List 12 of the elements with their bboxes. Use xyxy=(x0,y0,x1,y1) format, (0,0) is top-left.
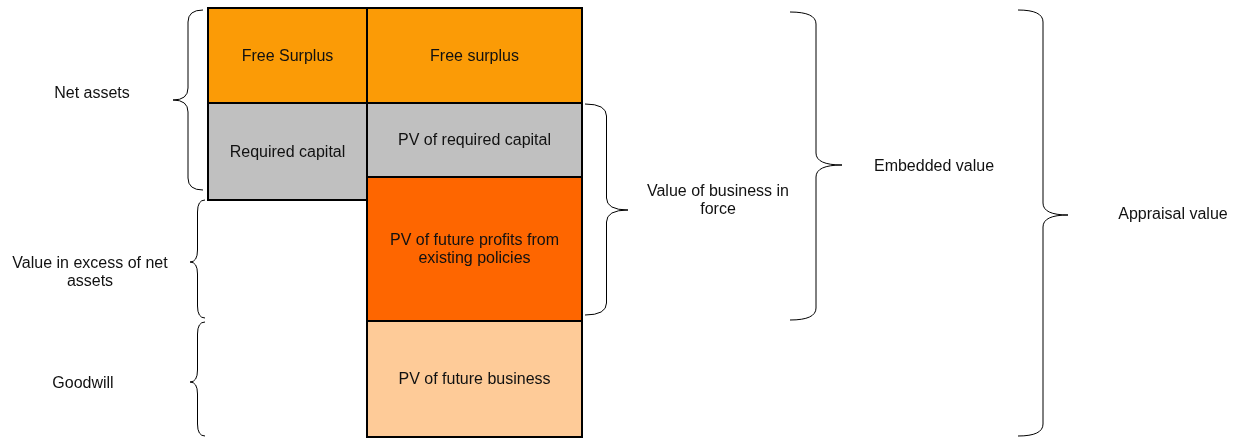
value-block: PV of required capital xyxy=(366,102,583,178)
value-block: PV of future profits from existing policies xyxy=(366,176,583,322)
brace-label: Appraisal value xyxy=(1117,205,1229,223)
brace-label: Embedded value xyxy=(872,157,996,175)
brace-label: Goodwill xyxy=(51,374,115,392)
brace-label: Value in excess of net assets xyxy=(11,254,169,290)
brace-label: Value of business in force xyxy=(646,182,790,218)
value-block: Free surplus xyxy=(366,7,583,104)
value-block: PV of future business xyxy=(366,320,583,438)
brace-label: Net assets xyxy=(53,84,131,102)
value-block: Free Surplus xyxy=(207,7,368,104)
value-block: Required capital xyxy=(207,102,368,201)
